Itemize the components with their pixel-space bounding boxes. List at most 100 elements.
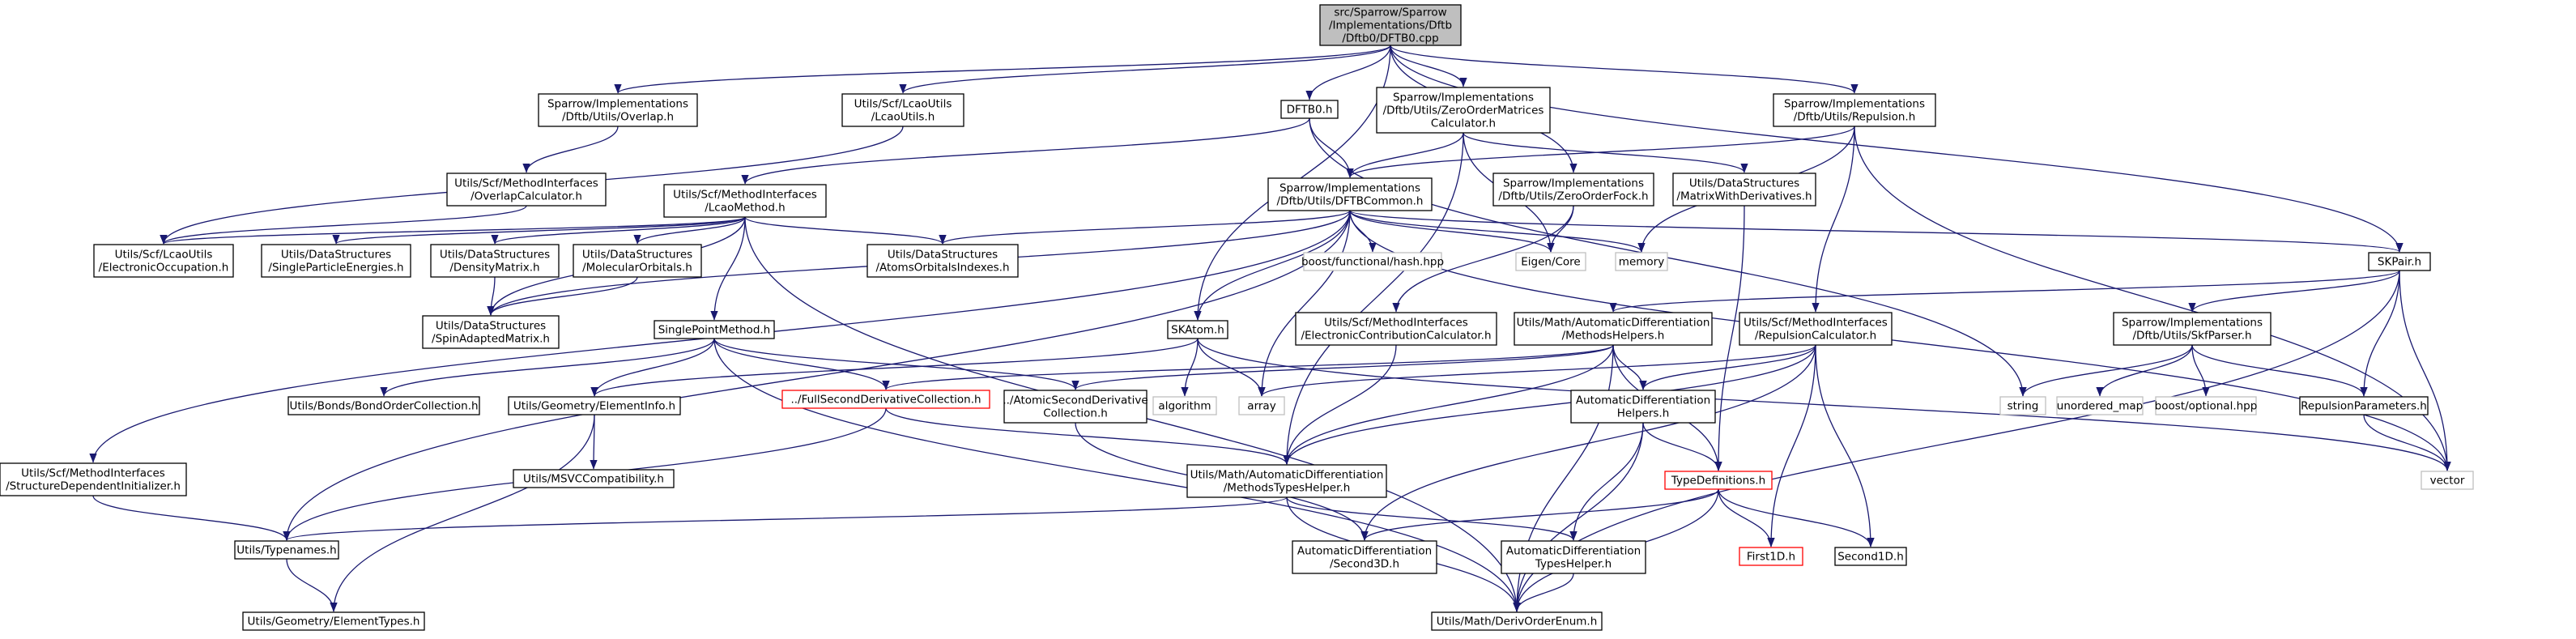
node-zeroordermat[interactable]: Sparrow/Implementations/Dftb/Utils/ZeroO… [1376, 87, 1551, 134]
node-box [1501, 540, 1646, 574]
node-box [663, 184, 827, 218]
edge-line [1569, 422, 1644, 541]
node-overlapcalc[interactable]: Utils/Scf/MethodInterfaces/OverlapCalcul… [446, 173, 607, 207]
node-optional: boost/optional.hpp [2155, 396, 2257, 415]
node-msvc[interactable]: Utils/MSVCCompatibility.h [513, 469, 675, 488]
node-label-line: boost/functional/hash.hpp [1301, 256, 1444, 269]
node-label-line: /Implementations/Dftb [1329, 19, 1452, 32]
edge-methodstypes-to-typeshelper [1286, 496, 1578, 541]
node-densitymatrix[interactable]: Utils/DataStructures/DensityMatrix.h [430, 244, 560, 278]
node-vector: vector [2421, 471, 2474, 490]
node-box [508, 396, 681, 415]
edge-skatom-to-algorithm [1181, 338, 1199, 397]
node-second3d[interactable]: AutomaticDifferentiation/Second3D.h [1292, 540, 1437, 574]
edge-skpair-to-repparams [2360, 270, 2400, 397]
node-skatom[interactable]: SKAtom.h [1167, 320, 1228, 339]
edge-line [2399, 270, 2451, 471]
node-label-line: Calculator.h [1431, 117, 1496, 130]
node-typedefs[interactable]: TypeDefinitions.h [1664, 471, 1773, 490]
node-label-line: /Dftb/Utils/Overlap.h [562, 111, 674, 124]
node-typenames[interactable]: Utils/Typenames.h [234, 540, 339, 560]
node-matrixwithderiv[interactable]: Utils/DataStructures/MatrixWithDerivativ… [1672, 173, 1816, 207]
node-label-line: string [2008, 400, 2039, 413]
node-label-line: /LcaoMethod.h [705, 202, 786, 215]
node-label-line: /MolecularOrbitals.h [582, 262, 692, 275]
node-box [1292, 540, 1437, 574]
node-label-line: TypesHelper.h [1535, 558, 1612, 571]
node-fullsecond[interactable]: ../FullSecondDerivativeCollection.h [781, 390, 990, 409]
edge-line [1346, 132, 1464, 178]
node-skfparser[interactable]: Sparrow/Implementations/Dftb/Utils/SkfPa… [2113, 312, 2272, 346]
node-structdep[interactable]: Utils/Scf/MethodInterfaces/StructureDepe… [0, 462, 187, 496]
edge-methodstypes-to-typenames [283, 496, 1288, 541]
node-molorbitals[interactable]: Utils/DataStructures/MolecularOrbitals.h [573, 244, 702, 278]
edge-line [741, 117, 1310, 185]
node-lcaoutils[interactable]: Utils/Scf/LcaoUtils/LcaoUtils.h [841, 93, 964, 127]
edge-line [2188, 270, 2400, 313]
edge-zeroorderfock-to-electcontrib [1392, 205, 1574, 313]
node-singlepoint[interactable]: SinglePointMethod.h [654, 320, 775, 339]
node-overlap[interactable]: Sparrow/Implementations/Dftb/Utils/Overl… [538, 93, 698, 127]
node-box [1615, 252, 1668, 271]
node-label-line: Utils/DataStructures [436, 320, 546, 333]
edge-lcaomethod-to-molorbitals [633, 216, 746, 245]
node-methodshelpers[interactable]: Utils/Math/AutomaticDifferentiation/Meth… [1514, 312, 1713, 346]
node-dftbcommon[interactable]: Sparrow/Implementations/Dftb/Utils/DFTBC… [1267, 177, 1433, 211]
edge-line [1392, 205, 1574, 313]
node-box [1514, 312, 1713, 346]
node-methodstypes[interactable]: Utils/Math/AutomaticDifferentiation/Meth… [1186, 464, 1387, 498]
edge-dftb0h-to-dftbcommon [1309, 117, 1354, 178]
edge-line [1181, 338, 1199, 397]
node-elementtypes[interactable]: Utils/Geometry/ElementTypes.h [242, 611, 425, 631]
node-label-line: Sparrow/Implementations [1784, 98, 1925, 111]
node-zeroorderfock[interactable]: Sparrow/Implementations/Dftb/Utils/ZeroO… [1492, 173, 1654, 207]
edge-structdep-to-typenames [92, 495, 291, 541]
edge-repulsioncalc-to-array [1258, 344, 1816, 397]
edge-elementinfo-to-elementtypes [330, 414, 595, 612]
node-derivorder[interactable]: Utils/Math/DerivOrderEnum.h [1431, 611, 1603, 631]
edge-line [1349, 210, 1646, 253]
node-repulsioncalc[interactable]: Utils/Scf/MethodInterfaces/RepulsionCalc… [1739, 312, 1893, 346]
edge-line [2019, 344, 2193, 397]
node-repulsion[interactable]: Sparrow/Implementations/Dftb/Utils/Repul… [1773, 93, 1936, 127]
edge-methodshelpers-to-atomicsecond [1071, 344, 1614, 390]
node-label-line: /ElectronicOccupation.h [99, 262, 229, 275]
node-spinadapted[interactable]: Utils/DataStructures/SpinAdaptedMatrix.h [422, 315, 560, 349]
node-label-line: /Dftb/Utils/ZeroOrderMatrices [1383, 104, 1544, 117]
edge-root-to-repulsion [1390, 45, 1859, 94]
node-first1d[interactable]: First1D.h [1739, 547, 1803, 566]
node-label-line: /OverlapCalculator.h [470, 190, 582, 203]
node-bondorder[interactable]: Utils/Bonds/BondOrderCollection.h [287, 396, 480, 415]
node-electocc[interactable]: Utils/Scf/LcaoUtils/ElectronicOccupation… [93, 244, 234, 278]
node-label-line: ../FullSecondDerivativeCollection.h [790, 394, 981, 407]
node-label-line: /DensityMatrix.h [449, 262, 539, 275]
node-second1d[interactable]: Second1D.h [1834, 547, 1907, 566]
node-atomsorb[interactable]: Utils/DataStructures/AtomsOrbitalsIndexe… [866, 244, 1019, 278]
node-dftb0h[interactable]: DFTB0.h [1280, 100, 1339, 119]
node-lcaomethod[interactable]: Utils/Scf/MethodInterfaces/LcaoMethod.h [663, 184, 827, 218]
node-box [242, 611, 425, 631]
node-skpair[interactable]: SKPair.h [2368, 252, 2431, 271]
node-label-line: Utils/Scf/MethodInterfaces [21, 467, 165, 480]
node-box [1003, 390, 1147, 424]
node-box [261, 244, 411, 278]
edge-line [1258, 210, 1351, 397]
edge-line [614, 45, 1391, 94]
node-box [1570, 390, 1716, 424]
edge-line [487, 276, 638, 316]
node-singlepart[interactable]: Utils/DataStructures/SingleParticleEnerg… [261, 244, 411, 278]
edge-line [1283, 132, 1464, 465]
edge-skfparser-to-repparams [2191, 344, 2368, 397]
edge-line [1194, 210, 1351, 321]
node-box [1739, 312, 1893, 346]
edge-line [2363, 414, 2451, 471]
edge-line [710, 216, 746, 321]
node-repparams[interactable]: RepulsionParameters.h [2299, 396, 2429, 415]
edge-skpair-to-skfparser [2188, 270, 2400, 313]
node-elementinfo[interactable]: Utils/Geometry/ElementInfo.h [508, 396, 681, 415]
node-electcontrib[interactable]: Utils/Scf/MethodInterfaces/ElectronicCon… [1295, 312, 1497, 346]
node-label-line: Collection.h [1043, 407, 1108, 420]
